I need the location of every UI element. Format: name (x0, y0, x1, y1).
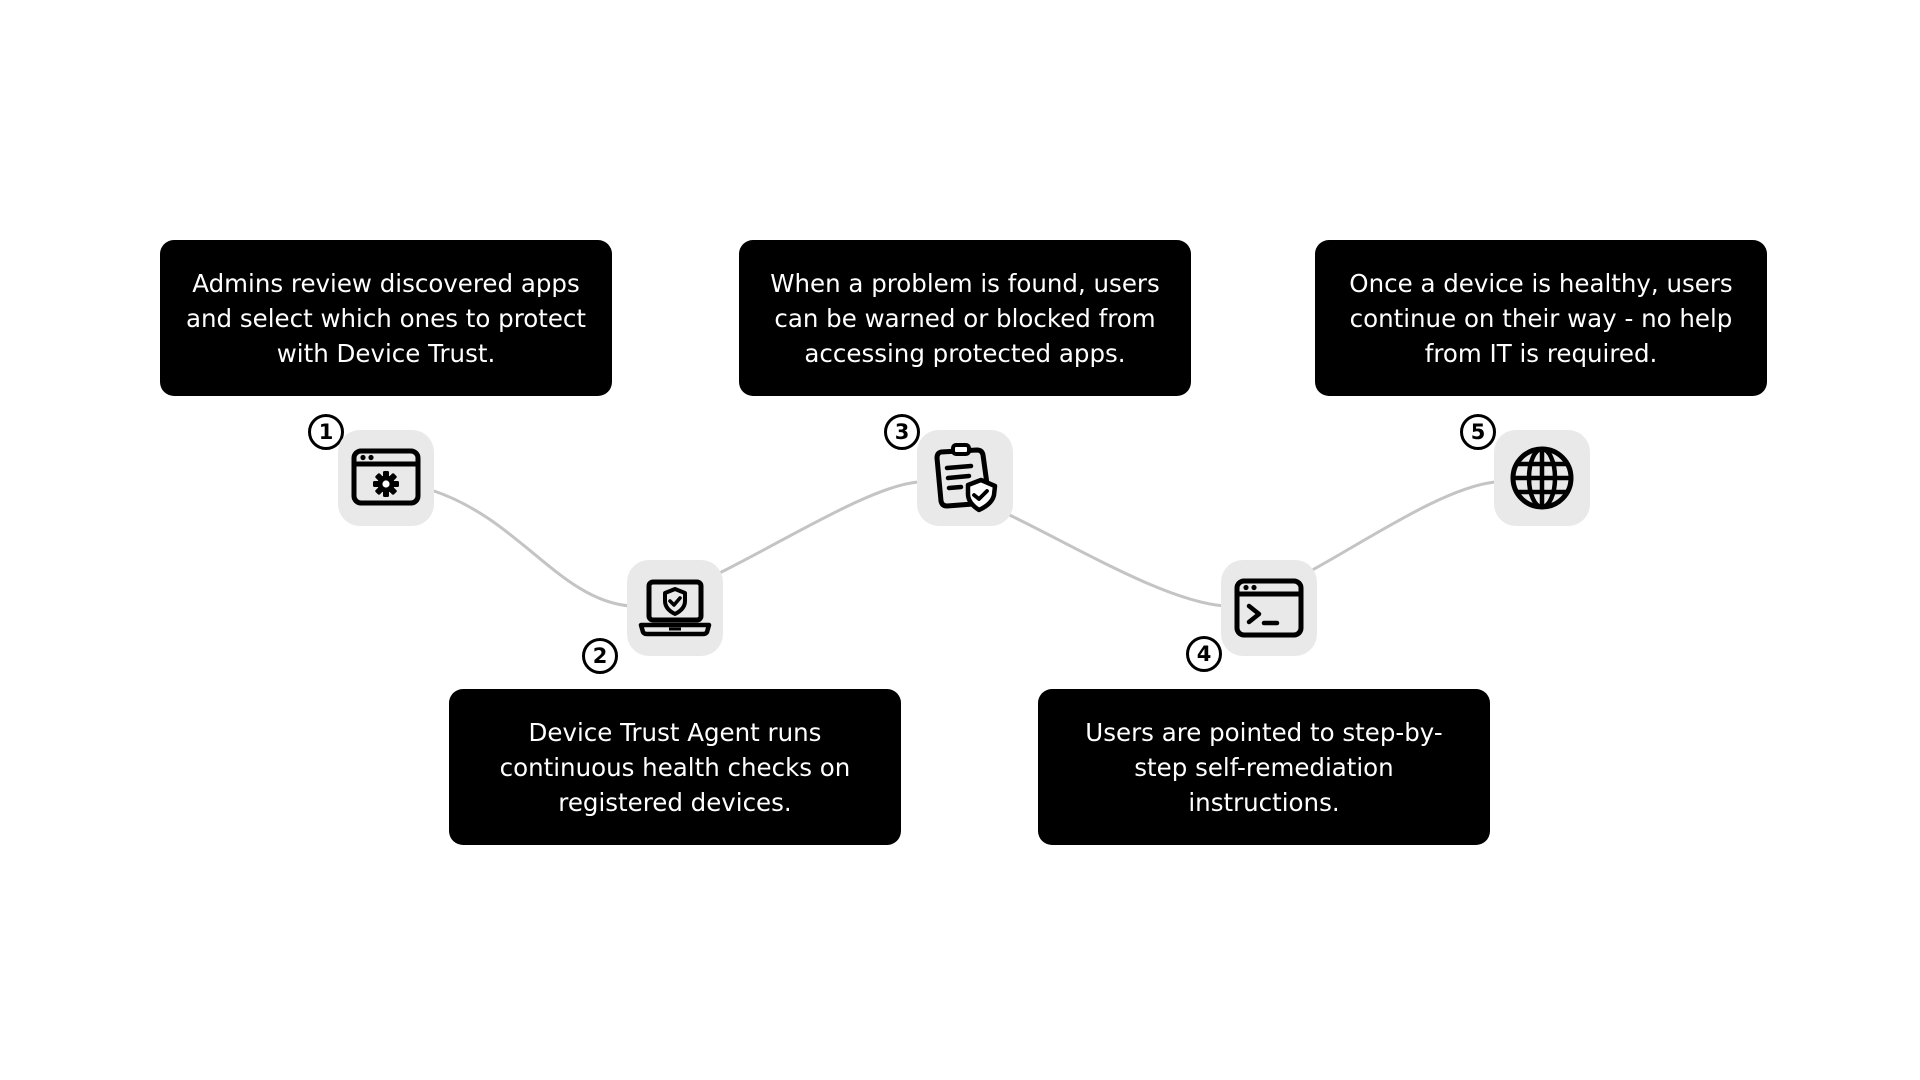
step-5-text: Once a device is healthy, users continue… (1349, 268, 1733, 368)
browser-gear-icon (351, 448, 421, 506)
step-5-number: 5 (1460, 414, 1496, 450)
step-2-description: Device Trust Agent runs continuous healt… (449, 689, 901, 845)
step-5-icon-tile (1494, 430, 1590, 526)
step-4-text: Users are pointed to step-by-step self-r… (1085, 717, 1443, 817)
step-4-description: Users are pointed to step-by-step self-r… (1038, 689, 1490, 845)
step-5-description: Once a device is healthy, users continue… (1315, 240, 1767, 396)
step-1-icon-tile (338, 430, 434, 526)
step-1-text: Admins review discovered apps and select… (186, 268, 586, 368)
clipboard-shield-icon (934, 443, 998, 513)
step-2-text: Device Trust Agent runs continuous healt… (499, 717, 851, 817)
step-1-number: 1 (308, 414, 344, 450)
step-3-icon-tile (917, 430, 1013, 526)
step-4-number: 4 (1186, 636, 1222, 672)
step-1-description: Admins review discovered apps and select… (160, 240, 612, 396)
step-3-description: When a problem is found, users can be wa… (739, 240, 1191, 396)
terminal-window-icon (1234, 578, 1304, 638)
step-3-number: 3 (884, 414, 920, 450)
step-2-icon-tile (627, 560, 723, 656)
globe-icon (1510, 446, 1574, 510)
laptop-shield-icon (638, 579, 712, 637)
step-4-icon-tile (1221, 560, 1317, 656)
step-3-text: When a problem is found, users can be wa… (770, 268, 1160, 368)
step-2-number: 2 (582, 638, 618, 674)
